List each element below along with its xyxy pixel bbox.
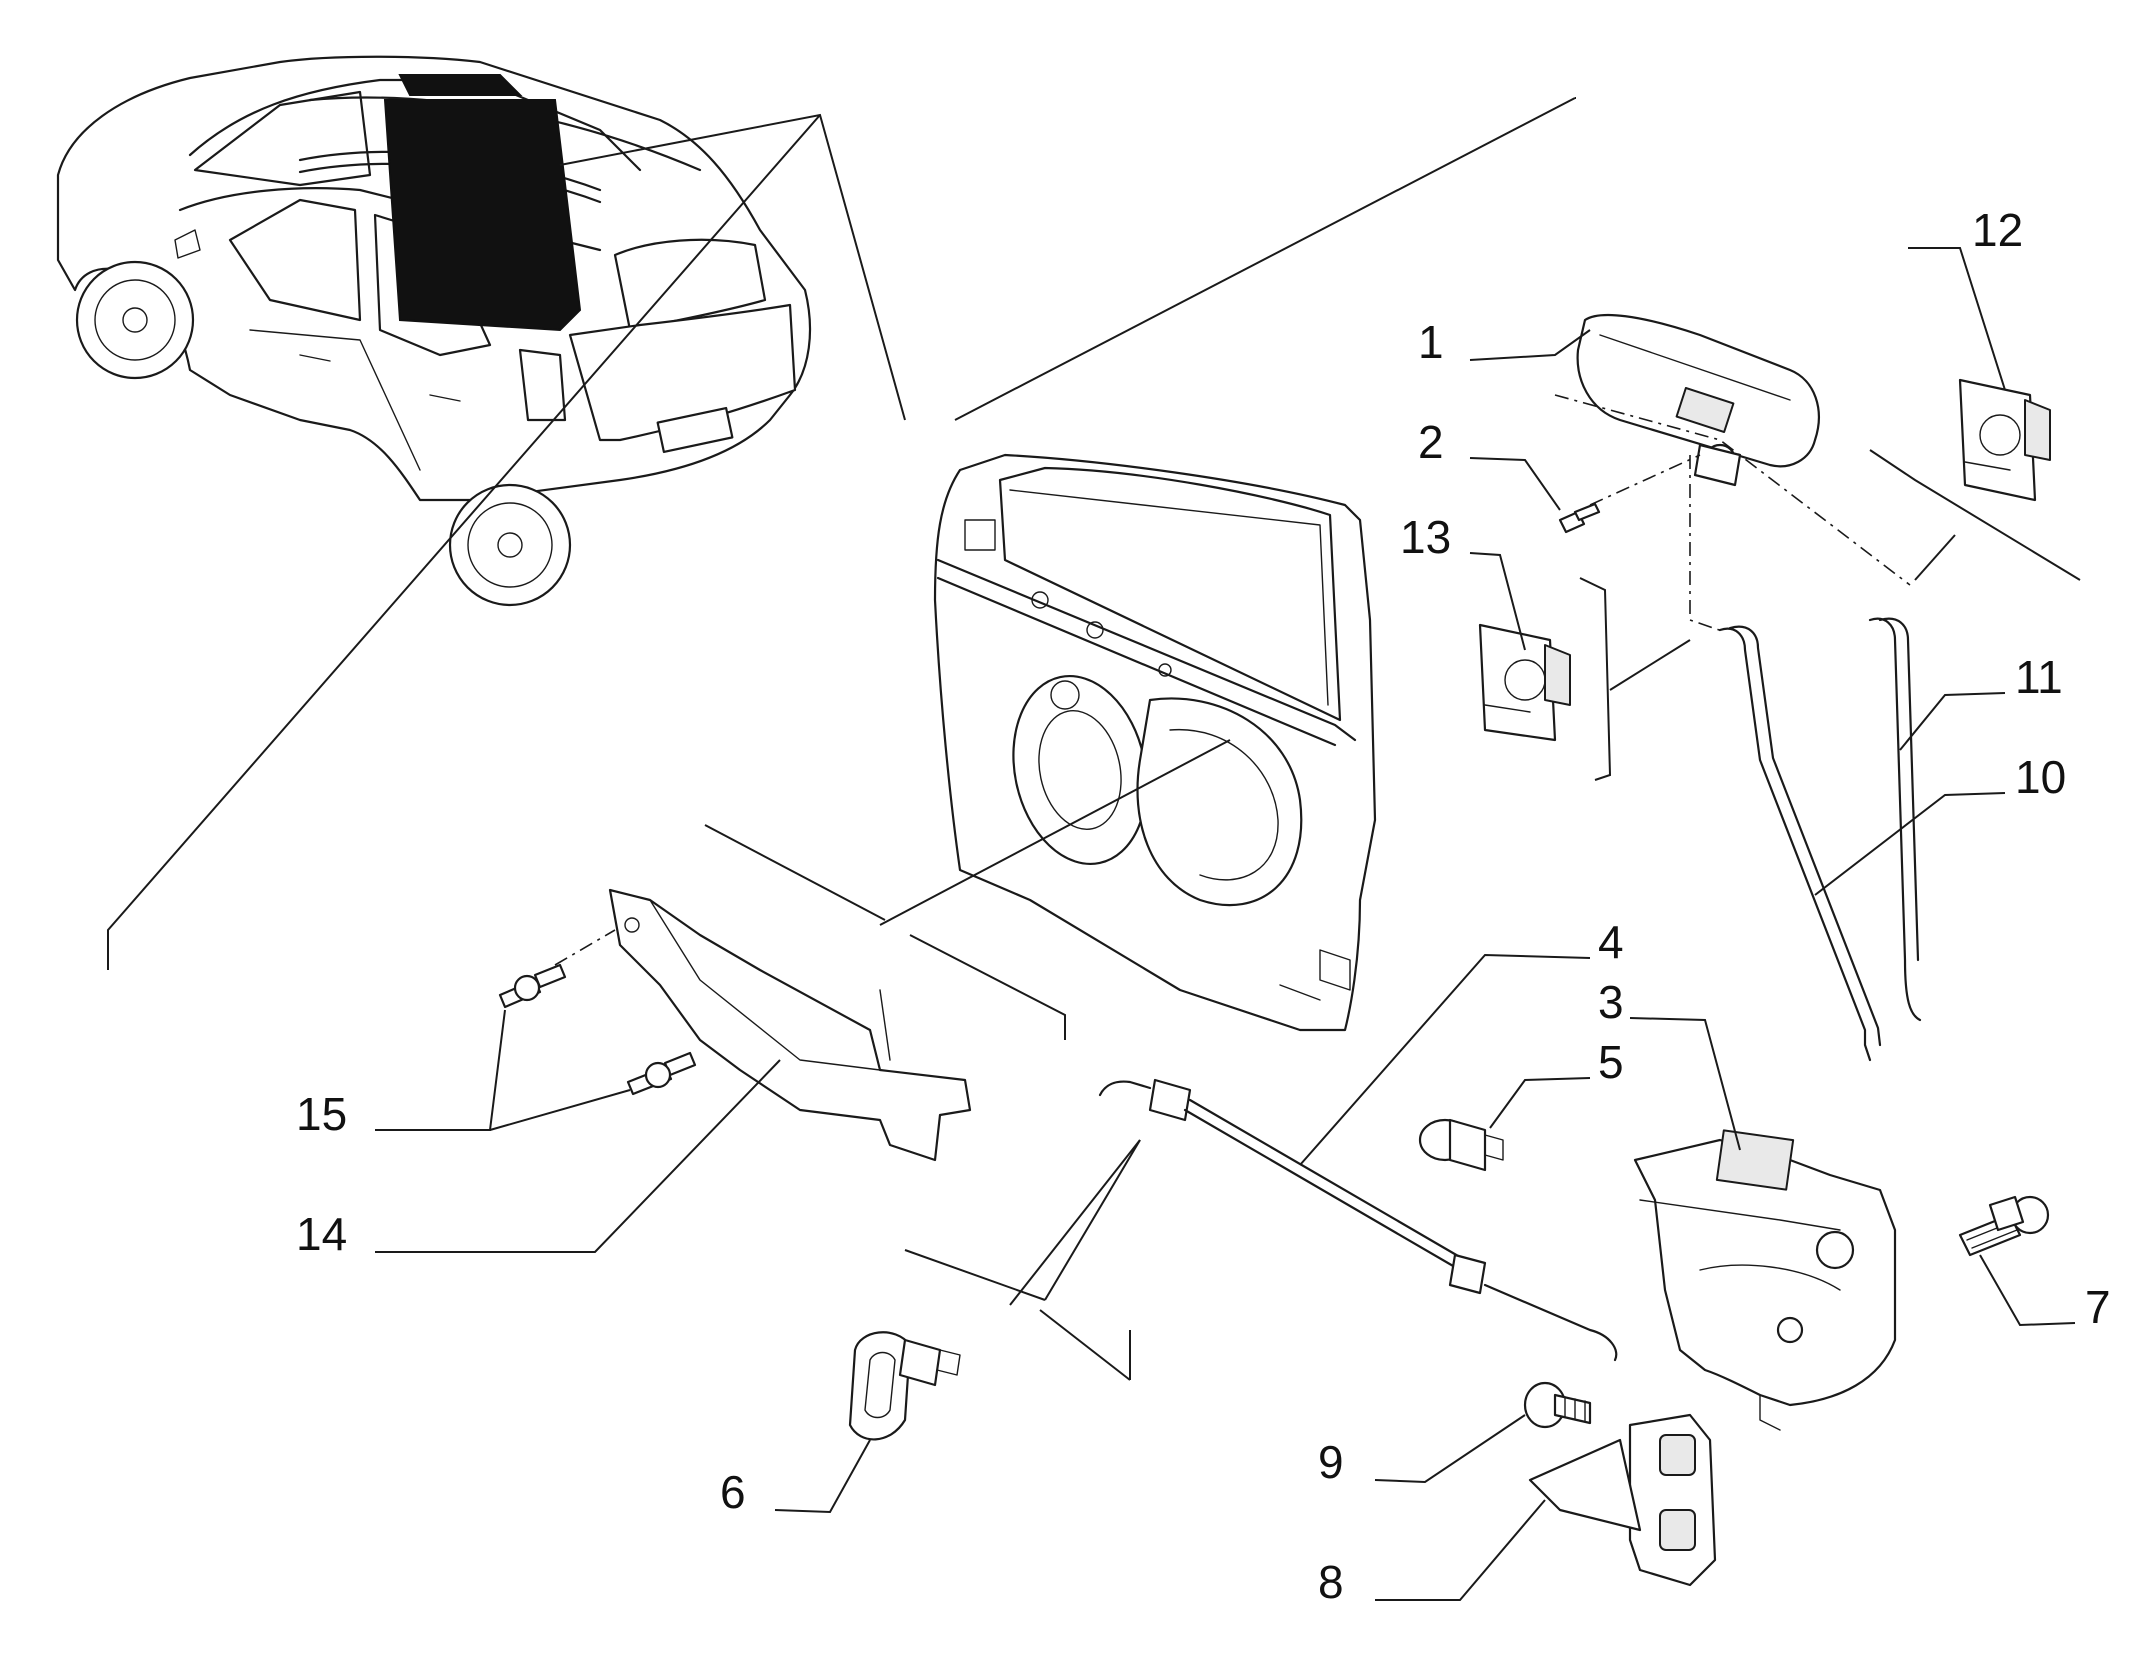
part-clip-6 bbox=[848, 1331, 961, 1441]
door-shell bbox=[879, 453, 1377, 1032]
callout-5: 5 bbox=[1598, 1036, 1624, 1088]
part-clip-13 bbox=[1478, 623, 1571, 742]
callout-4: 4 bbox=[1598, 916, 1624, 968]
rod-pointer-right bbox=[1914, 534, 1956, 581]
part-bolt-7 bbox=[1958, 1195, 2050, 1257]
part-plug-5 bbox=[1418, 1118, 1504, 1172]
callout-10: 10 bbox=[2015, 751, 2066, 803]
part-handle-screw bbox=[1558, 502, 1601, 534]
part-striker-8 bbox=[1528, 1413, 1717, 1587]
vehicle-overview bbox=[56, 55, 906, 607]
callout-15: 15 bbox=[296, 1088, 347, 1140]
cable-pointer-right bbox=[1044, 1139, 1141, 1301]
callout-8: 8 bbox=[1318, 1556, 1344, 1608]
callout-9: 9 bbox=[1318, 1436, 1344, 1488]
part-rod-10 bbox=[1718, 625, 1882, 1062]
part-bracket-14 bbox=[554, 888, 972, 1162]
part-rod-11 bbox=[1868, 617, 1922, 1022]
assembly-dashline-c bbox=[1689, 455, 1726, 633]
part-screw-9 bbox=[1523, 1381, 1592, 1429]
assembly-dashline-b bbox=[1554, 394, 1911, 586]
callouts: 1 2 13 12 11 10 4 3 5 7 9 8 6 15 bbox=[296, 204, 2111, 1608]
callout-2: 2 bbox=[1418, 416, 1444, 468]
callout-7: 7 bbox=[2085, 1281, 2111, 1333]
callout-3: 3 bbox=[1598, 976, 1624, 1028]
callout-1: 1 bbox=[1418, 316, 1444, 368]
rod-pointer-left bbox=[1609, 639, 1691, 691]
rod-bracket-left bbox=[1579, 577, 1612, 781]
callout-13: 13 bbox=[1400, 511, 1451, 563]
callout-11: 11 bbox=[2015, 651, 2063, 703]
part-clip-12 bbox=[1958, 378, 2051, 502]
part-rivets-15 bbox=[498, 963, 697, 1096]
rod-bracket-right bbox=[1869, 449, 2081, 581]
callout-6: 6 bbox=[720, 1466, 746, 1518]
part-lock-3 bbox=[1633, 1129, 1897, 1431]
callout-12: 12 bbox=[1972, 204, 2023, 256]
callout-14: 14 bbox=[296, 1208, 347, 1260]
part-exterior-handle bbox=[1576, 313, 1820, 487]
part-cable-4 bbox=[1098, 1078, 1618, 1362]
cable-pointer-left bbox=[1009, 1139, 1141, 1306]
assembly-dashline-a bbox=[1589, 454, 1701, 506]
